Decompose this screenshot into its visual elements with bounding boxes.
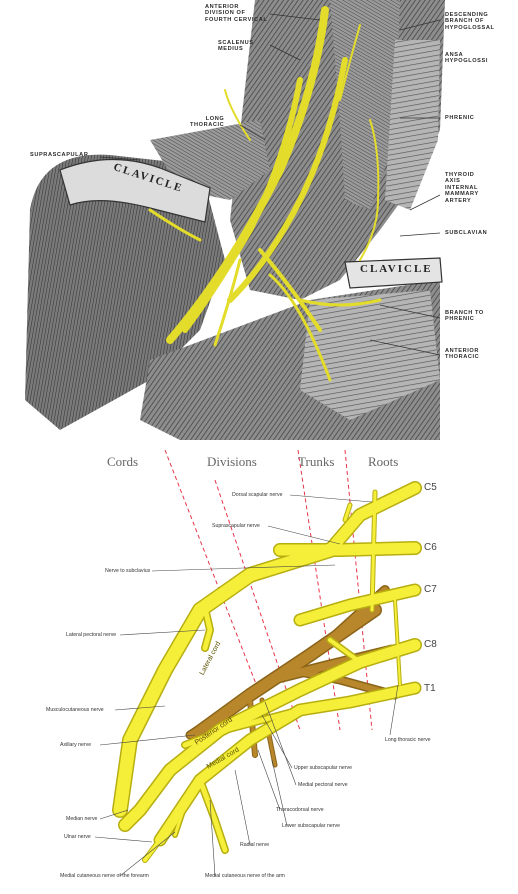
label-suprascapular: Suprascapular nerve [212, 523, 260, 529]
label-descending-branch: DESCENDING BRANCH OF HYPOGLOSSAL [445, 12, 495, 31]
plexus-schematic: Cords Divisions Trunks Roots C5 C6 C7 C8… [0, 440, 518, 889]
label-ansa-hypoglossi: ANSA HYPOGLOSSI [445, 52, 488, 65]
label-clavicle-right: CLAVICLE [360, 263, 433, 275]
label-suprascapular: SUPRASCAPULAR [30, 152, 88, 158]
label-dorsal-scapular: Dorsal scapular nerve [232, 492, 282, 498]
label-musculocutaneous: Musculocutaneous nerve [46, 707, 104, 713]
label-scalenus-medius: SCALENUS MEDIUS [218, 40, 254, 53]
label-median: Median nerve [66, 816, 97, 822]
label-lateral-pectoral: Lateral pectoral nerve [66, 632, 116, 638]
label-anterior-thoracic: ANTERIOR THORACIC [445, 348, 479, 361]
yellow-nerves [120, 488, 415, 860]
root-label-c8: C8 [424, 639, 437, 650]
anatomical-engraving: ANTERIOR DIVISION OF FOURTH CERVICAL SCA… [0, 0, 518, 440]
header-roots: Roots [368, 454, 398, 470]
label-long-thoracic: Long thoracic nerve [385, 737, 431, 743]
label-branch-to-phrenic: BRANCH TO PHRENIC [445, 310, 484, 323]
engraving-drawing [0, 0, 518, 440]
label-thoracodorsal: Thoracodorsal nerve [276, 807, 324, 813]
label-ulnar: Ulnar nerve [64, 834, 91, 840]
label-medial-cutaneous-arm: Medial cutaneous nerve of the arm [205, 873, 285, 879]
header-divisions: Divisions [207, 454, 257, 470]
label-phrenic: PHRENIC [445, 115, 474, 121]
label-axillary: Axillary nerve [60, 742, 91, 748]
root-label-c6: C6 [424, 542, 437, 553]
label-upper-subscapular: Upper subscapular nerve [294, 765, 352, 771]
label-radial: Radial nerve [240, 842, 269, 848]
root-label-c7: C7 [424, 584, 437, 595]
label-medial-cutaneous-forearm: Medial cutaneous nerve of the forearm [60, 873, 149, 879]
label-medial-pectoral: Medial pectoral nerve [298, 782, 348, 788]
label-lower-subscapular: Lower subscapular nerve [282, 823, 340, 829]
root-label-t1: T1 [424, 683, 436, 694]
label-anterior-division: ANTERIOR DIVISION OF FOURTH CERVICAL [205, 4, 267, 23]
root-label-c5: C5 [424, 482, 437, 493]
posterior-branches [190, 590, 395, 765]
label-nerve-to-subclavius: Nerve to subclavius [105, 568, 150, 574]
label-long-thoracic: LONG THORACIC [190, 116, 224, 129]
header-cords: Cords [107, 454, 138, 470]
header-trunks: Trunks [298, 454, 334, 470]
label-thyroid-axis: THYROID AXIS INTERNAL MAMMARY ARTERY [445, 172, 479, 204]
label-subclavian: SUBCLAVIAN [445, 230, 487, 236]
